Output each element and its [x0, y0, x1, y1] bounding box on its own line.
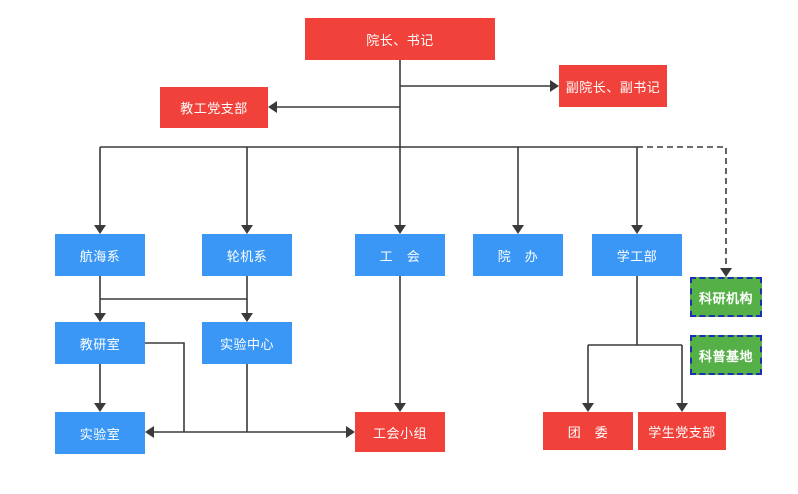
arrowhead-research-institutes	[720, 268, 732, 277]
node-student-affairs[interactable]: 学工部	[592, 234, 682, 276]
node-dean-office[interactable]: 院 办	[473, 234, 563, 276]
node-youth-league[interactable]: 团 委	[543, 412, 633, 450]
node-union-group[interactable]: 工会小组	[355, 412, 445, 452]
arrowhead-teaching-research-office	[94, 313, 106, 322]
arrowhead-laboratory-left	[145, 426, 154, 438]
arrowhead-marine-engineering-dept	[241, 225, 253, 234]
node-marine-engineering-dept[interactable]: 轮机系	[202, 234, 292, 276]
arrowhead-union-group	[394, 403, 406, 412]
arrowhead-youth-league	[582, 403, 594, 412]
node-popular-science-base[interactable]: 科普基地	[690, 335, 762, 375]
node-teaching-research-office[interactable]: 教研室	[55, 322, 145, 364]
arrowhead-navigation-dept	[94, 225, 106, 234]
arrowhead-dean-office	[512, 225, 524, 234]
arrowhead-student-affairs	[631, 225, 643, 234]
node-labor-union[interactable]: 工 会	[355, 234, 445, 276]
node-staff-party-branch[interactable]: 教工党支部	[160, 87, 268, 128]
arrowhead-experiment-center	[241, 313, 253, 322]
node-vice-president[interactable]: 副院长、副书记	[559, 65, 667, 107]
node-laboratory[interactable]: 实验室	[55, 412, 145, 454]
arrowhead-staff-party-branch	[268, 101, 277, 113]
arrowhead-student-party-branch	[676, 403, 688, 412]
arrowhead-union-group-left	[346, 426, 355, 438]
node-experiment-center[interactable]: 实验中心	[202, 322, 292, 364]
node-president[interactable]: 院长、书记	[305, 18, 495, 60]
node-research-institutes[interactable]: 科研机构	[690, 277, 762, 317]
arrowhead-vice-president	[550, 80, 559, 92]
node-student-party-branch[interactable]: 学生党支部	[638, 412, 726, 450]
arrowhead-labor-union	[394, 225, 406, 234]
arrowhead-laboratory	[94, 403, 106, 412]
node-navigation-dept[interactable]: 航海系	[55, 234, 145, 276]
edge-teaching-side	[145, 342, 185, 432]
